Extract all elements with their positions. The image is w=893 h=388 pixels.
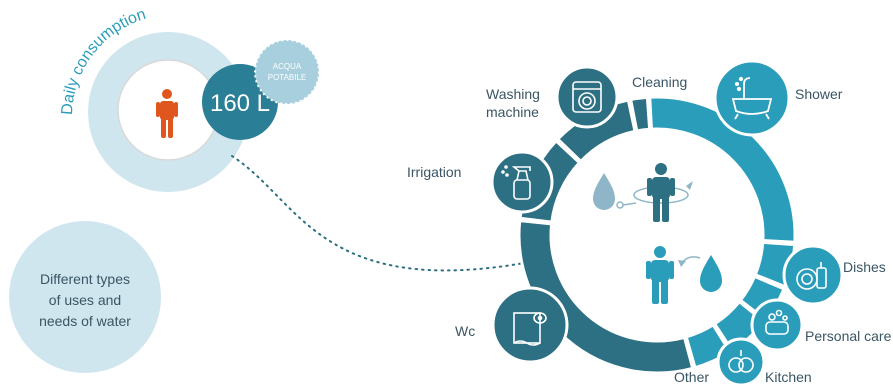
potable-badge-line2: POTABILE	[268, 73, 307, 82]
dotted-connector	[231, 155, 531, 272]
label-kitchen: Kitchen	[765, 369, 812, 385]
toilet-paper-icon	[513, 312, 547, 346]
person-rotate-icon	[616, 163, 693, 222]
shower-badge	[713, 59, 791, 137]
kitchen-badge	[716, 337, 766, 387]
person-icon-light	[646, 246, 674, 304]
label-wc: Wc	[455, 323, 475, 339]
label-irrigation: Irrigation	[407, 164, 461, 180]
info-circle-group: Different types of uses and needs of wat…	[9, 221, 161, 373]
washing-machine-icon	[572, 81, 602, 113]
wc-badge	[491, 286, 569, 364]
bathtub-icon	[731, 76, 773, 120]
irrigation-badge	[490, 150, 554, 214]
segment-cleaning	[628, 95, 652, 133]
info-circle	[9, 221, 161, 373]
potable-badge	[254, 39, 320, 105]
daily-consumption-group: 160 L ACQUA POTABILE Daily consumption	[59, 6, 320, 192]
label-washing-1: Washing	[486, 86, 540, 102]
donut-center	[593, 163, 722, 304]
dish-soap-icon	[796, 262, 827, 290]
label-other: Other	[674, 369, 709, 385]
label-dishes: Dishes	[843, 259, 886, 275]
spray-bottle-icon	[501, 165, 531, 200]
label-cleaning: Cleaning	[632, 74, 687, 90]
water-drop-icon	[593, 173, 615, 210]
label-washing-2: machine	[486, 104, 539, 120]
personal-care-badge	[750, 298, 804, 352]
washing-machine-badge	[555, 65, 619, 129]
info-line-1: Different types	[40, 271, 130, 287]
dishes-badge	[782, 244, 844, 306]
potable-badge-line1: ACQUA	[273, 62, 302, 71]
daily-value: 160 L	[210, 90, 270, 117]
info-line-2: of uses and	[49, 292, 121, 308]
pot-icon	[728, 350, 754, 373]
label-personal-care: Personal care	[805, 328, 892, 344]
person-icon	[156, 89, 178, 138]
info-line-3: needs of water	[39, 313, 131, 329]
label-shower: Shower	[795, 86, 843, 102]
soap-icon	[765, 309, 789, 335]
water-drop-icon-light	[700, 255, 722, 292]
arrow-head-icon	[678, 260, 686, 267]
